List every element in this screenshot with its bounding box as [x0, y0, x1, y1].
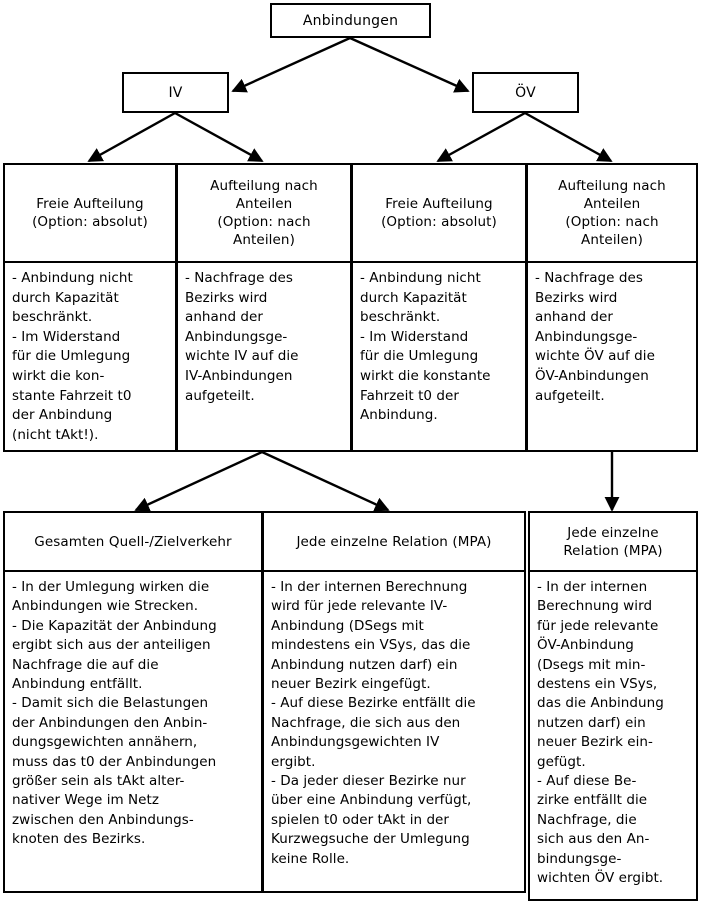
- card-iv-anteilen[interactable]: Aufteilung nach Anteilen (Option: nach A…: [176, 163, 352, 452]
- connector-iv-anteilen-to-gesamt: [134, 450, 263, 512]
- connector-iv-to-frei: [87, 111, 176, 163]
- card-iv-frei[interactable]: Freie Aufteilung (Option: absolut) - Anb…: [3, 163, 177, 452]
- card-gesamt-quell-ziel-header: Gesamten Quell-/Zielverkehr: [5, 513, 261, 572]
- card-oev-anteilen[interactable]: Aufteilung nach Anteilen (Option: nach A…: [526, 163, 698, 452]
- card-oev-frei[interactable]: Freie Aufteilung (Option: absolut) - Anb…: [351, 163, 527, 452]
- node-mode-iv[interactable]: IV: [122, 72, 229, 113]
- node-mode-iv-label: IV: [168, 84, 183, 101]
- card-relation-mpa-oev-body: - In der internen Berechnung wird für je…: [537, 579, 664, 887]
- card-iv-anteilen-body: - Nachfrage des Bezirks wird anhand der …: [185, 270, 299, 404]
- card-relation-mpa-oev-header: Jede einzelne Relation (MPA): [530, 513, 696, 572]
- card-relation-mpa-iv[interactable]: Jede einzelne Relation (MPA) - In der in…: [262, 511, 526, 893]
- node-mode-oev-label: ÖV: [515, 84, 536, 101]
- card-oev-anteilen-header: Aufteilung nach Anteilen (Option: nach A…: [528, 165, 696, 263]
- card-iv-frei-body: - Anbindung nicht durch Kapazität beschr…: [12, 270, 133, 443]
- card-oev-frei-body: - Anbindung nicht durch Kapazität beschr…: [360, 270, 491, 424]
- card-relation-mpa-oev[interactable]: Jede einzelne Relation (MPA) - In der in…: [528, 511, 698, 901]
- node-mode-oev[interactable]: ÖV: [472, 72, 579, 113]
- card-gesamt-quell-ziel[interactable]: Gesamten Quell-/Zielverkehr - In der Uml…: [3, 511, 263, 893]
- connector-root-to-iv: [231, 36, 351, 93]
- card-iv-frei-header: Freie Aufteilung (Option: absolut): [5, 165, 175, 263]
- card-oev-frei-header: Freie Aufteilung (Option: absolut): [353, 165, 525, 263]
- connector-oev-to-anteilen: [524, 111, 613, 163]
- node-root[interactable]: Anbindungen: [270, 3, 431, 38]
- card-iv-anteilen-header: Aufteilung nach Anteilen (Option: nach A…: [178, 165, 350, 263]
- connector-oev-to-frei: [436, 111, 526, 163]
- card-relation-mpa-iv-header: Jede einzelne Relation (MPA): [264, 513, 524, 572]
- node-root-label: Anbindungen: [302, 12, 399, 29]
- card-oev-anteilen-body: - Nachfrage des Bezirks wird anhand der …: [535, 270, 655, 404]
- connector-iv-to-anteilen: [174, 111, 264, 163]
- card-relation-mpa-iv-body: - In der internen Berechnung wird für je…: [271, 579, 476, 867]
- connector-root-to-oev: [349, 36, 470, 93]
- card-gesamt-quell-ziel-body: - In der Umlegung wirken die Anbindungen…: [12, 579, 217, 848]
- connector-iv-anteilen-to-relation: [261, 450, 390, 512]
